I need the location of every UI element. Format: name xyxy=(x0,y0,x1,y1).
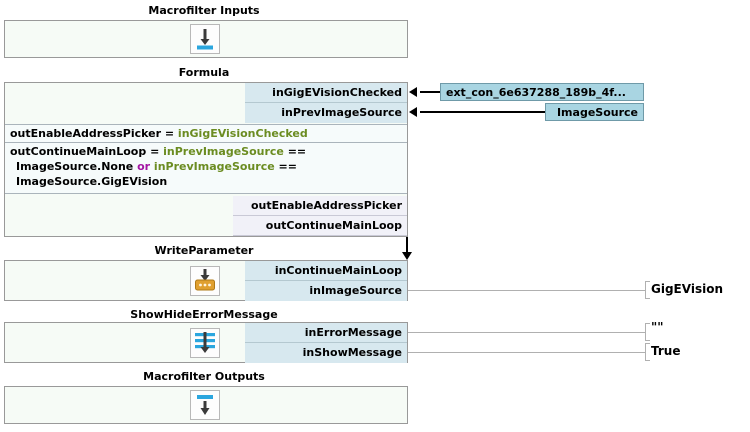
wire-stub-emptystring xyxy=(645,323,650,341)
formula-token-enum-none: ImageSource.None xyxy=(16,160,134,173)
wire-stub-gigevision xyxy=(645,281,650,299)
block-title-show-hide-error-message: ShowHideErrorMessage xyxy=(130,308,278,321)
block-formula[interactable]: inGigEVisionChecked inPrevImageSource ou… xyxy=(4,82,408,237)
bar-over-arrow-down-icon xyxy=(190,390,220,420)
arrowhead-inprevimagesource xyxy=(409,107,417,117)
show-hide-message-icon xyxy=(190,328,220,358)
external-connection-imagesource[interactable]: ImageSource xyxy=(545,103,644,121)
arrow-down-onto-bar-icon xyxy=(190,24,220,54)
port-in-ingigevisionchecked[interactable]: inGigEVisionChecked xyxy=(245,83,407,103)
arrowhead-incontinuemainloop xyxy=(402,252,412,260)
formula-token-prev-1: inPrevImageSource xyxy=(163,145,284,158)
block-macrofilter-outputs[interactable] xyxy=(4,386,408,424)
external-connection-ext-con[interactable]: ext_con_6e637288_189b_4f... xyxy=(440,83,644,101)
block-title-formula: Formula xyxy=(178,66,230,79)
formula-token-op-1: == xyxy=(283,145,307,158)
block-title-write-parameter: WriteParameter xyxy=(154,244,254,257)
formula-token-enum-gige: ImageSource.GigEVision xyxy=(16,175,168,188)
formula-expression-row-1[interactable]: outEnableAddressPicker = inGigEVisionChe… xyxy=(5,124,407,143)
port-out-outcontinuemainloop[interactable]: outContinueMainLoop xyxy=(233,216,407,236)
formula-token-op-2: == xyxy=(274,160,297,173)
block-show-hide-error-message[interactable]: inErrorMessage inShowMessage xyxy=(4,322,408,363)
formula-token-prev-2: inPrevImageSource xyxy=(153,160,275,173)
arrowhead-ingigevisionchecked xyxy=(409,87,417,97)
literal-gigevision[interactable]: GigEVision xyxy=(651,282,723,296)
wire-gigevision-to-inimagesource xyxy=(408,290,645,291)
formula-lhs-2: outContinueMainLoop xyxy=(10,145,147,158)
literal-true[interactable]: True xyxy=(651,344,681,358)
block-title-macrofilter-inputs: Macrofilter Inputs xyxy=(148,4,260,17)
formula-eq-2: = xyxy=(146,145,164,158)
port-in-inshowmessage[interactable]: inShowMessage xyxy=(245,343,407,363)
wire-true-to-inshowmessage xyxy=(408,352,645,353)
port-in-inprevimagesource[interactable]: inPrevImageSource xyxy=(245,103,407,123)
port-in-inimagesource[interactable]: inImageSource xyxy=(245,281,407,301)
block-write-parameter[interactable]: inContinueMainLoop inImageSource xyxy=(4,260,408,301)
wire-imagesource-to-inprevimagesource xyxy=(420,111,545,113)
formula-output-ports: outEnableAddressPicker outContinueMainLo… xyxy=(233,196,407,236)
port-in-incontinuemainloop[interactable]: inContinueMainLoop xyxy=(245,261,407,281)
write-parameter-input-ports: inContinueMainLoop inImageSource xyxy=(245,261,407,301)
port-out-outenableaddresspicker[interactable]: outEnableAddressPicker xyxy=(233,196,407,216)
formula-lhs-1: outEnableAddressPicker xyxy=(10,127,162,140)
formula-token-keyword-or: or xyxy=(133,160,154,173)
wire-emptystring-to-inerrormessage xyxy=(408,332,645,333)
block-macrofilter-inputs[interactable] xyxy=(4,20,408,58)
formula-eq-1: = xyxy=(161,127,178,140)
wire-stub-true xyxy=(645,343,650,361)
port-in-inerrormessage[interactable]: inErrorMessage xyxy=(245,323,407,343)
formula-expression-row-2[interactable]: outContinueMainLoop = inPrevImageSource … xyxy=(5,143,407,194)
formula-token-in: inGigEVisionChecked xyxy=(177,127,308,140)
block-title-macrofilter-outputs: Macrofilter Outputs xyxy=(143,370,265,383)
literal-empty-string[interactable]: "" xyxy=(651,320,664,334)
formula-input-ports: inGigEVisionChecked inPrevImageSource xyxy=(245,83,407,123)
wire-outcontinuemainloop-to-incontinuemainloop xyxy=(406,237,408,256)
write-parameter-icon xyxy=(190,266,220,296)
show-hide-input-ports: inErrorMessage inShowMessage xyxy=(245,323,407,363)
wire-extcon-to-ingigevisionchecked xyxy=(420,91,440,93)
